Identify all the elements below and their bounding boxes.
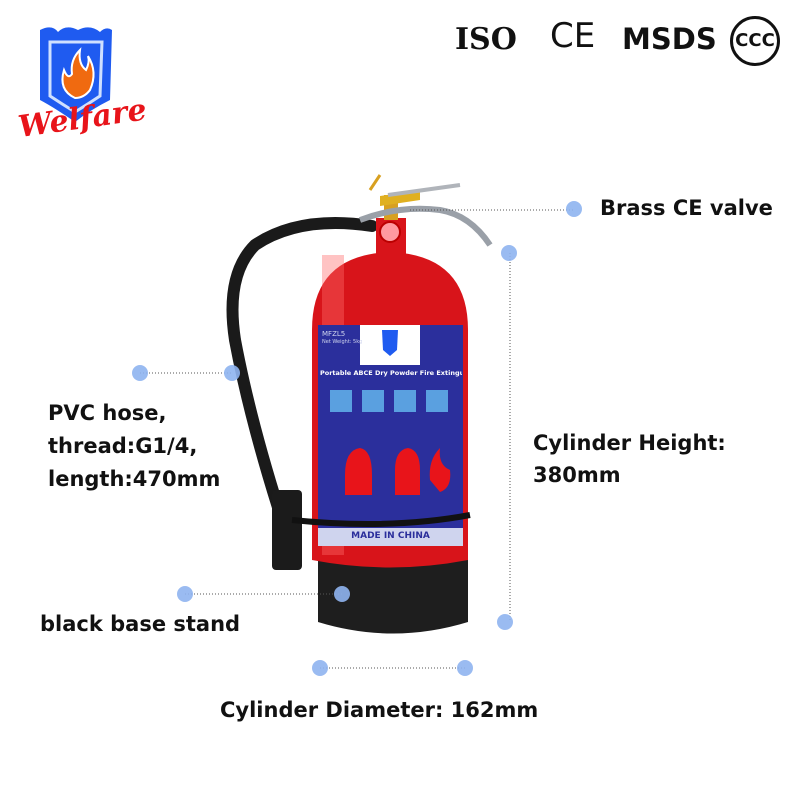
height-label-line2: 380mm	[533, 463, 621, 487]
label-title: Portable ABCE Dry Powder Fire Extinguish…	[320, 369, 462, 377]
welfare-logo: Welfare	[16, 27, 149, 145]
base-label: black base stand	[40, 612, 241, 636]
valve-marker	[566, 201, 582, 217]
height-label-line1: Cylinder Height:	[533, 431, 726, 455]
hose-label-line3: length:470mm	[48, 467, 221, 491]
base-marker-start	[177, 586, 193, 602]
diameter-marker-left	[312, 660, 328, 676]
hose-label-line2: thread:G1/4,	[48, 434, 198, 458]
msds-logo: MSDS	[622, 22, 717, 56]
hose-label-line1: PVC hose,	[48, 401, 167, 425]
label-net-weight: Net Weight: 5kg	[322, 339, 363, 345]
ce-logo: CE	[550, 16, 596, 56]
ccc-logo: CCC	[730, 16, 780, 66]
base-marker-end	[334, 586, 350, 602]
hose-marker-start	[132, 365, 148, 381]
valve-label: Brass CE valve	[600, 196, 773, 220]
height-marker-bottom	[497, 614, 513, 630]
height-marker-top	[501, 245, 517, 261]
label-origin: MADE IN CHINA	[351, 531, 430, 541]
callout-markers	[140, 209, 574, 669]
diameter-label: Cylinder Diameter: 162mm	[220, 698, 539, 722]
diameter-marker-right	[457, 660, 473, 676]
hose-marker-end	[224, 365, 240, 381]
iso-logo: ISO	[455, 22, 517, 57]
label-model: MFZL5	[322, 330, 346, 338]
